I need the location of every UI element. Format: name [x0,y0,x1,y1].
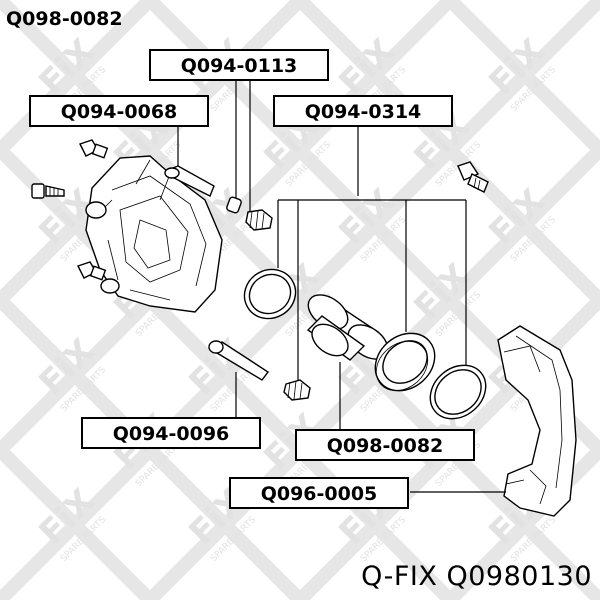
piston [306,294,389,361]
footer-brand: Q-FIX [361,561,438,592]
seal-ring-small [243,268,297,320]
footer-brand-code: Q-FIX Q0980130 [361,561,592,592]
callout-bracket-text: Q096-0005 [261,483,378,505]
bolt-right [457,161,489,193]
callout-guide-pin-lower-text: Q094-0096 [113,423,230,445]
leader-lines [177,78,506,493]
guide-pin-upper [164,165,215,197]
callout-bracket: Q096-0005 [229,477,409,509]
callout-pin-bolt-text: Q094-0113 [181,55,298,77]
footer-code: Q0980130 [446,561,592,592]
watermark-stripe [0,290,305,600]
bolt-upper-left [79,139,109,159]
bolt-lower-left [77,261,107,281]
header-part-code: Q098-0082 [6,8,123,30]
dust-boot-upper [245,209,273,231]
dust-boot-lower [283,379,311,401]
callout-seal-kit-text: Q094-0314 [305,101,422,123]
pin-bolt [226,196,242,214]
watermark-stripe [445,0,600,160]
dust-seal [374,332,436,392]
watermark-stripe [0,440,155,600]
callout-guide-pin-lower: Q094-0096 [81,417,261,449]
callout-piston: Q098-0082 [295,429,475,461]
callout-guide-pin-upper-text: Q094-0068 [61,101,178,123]
callout-seal-kit: Q094-0314 [273,95,453,127]
piston-seal-ring [429,364,487,420]
callout-guide-pin-upper: Q094-0068 [29,95,209,127]
bleeder-screw [31,183,65,199]
guide-pin-lower [208,340,270,381]
callout-pin-bolt: Q094-0113 [149,49,329,81]
caliper-bracket [497,325,577,517]
callout-piston-text: Q098-0082 [327,435,444,457]
